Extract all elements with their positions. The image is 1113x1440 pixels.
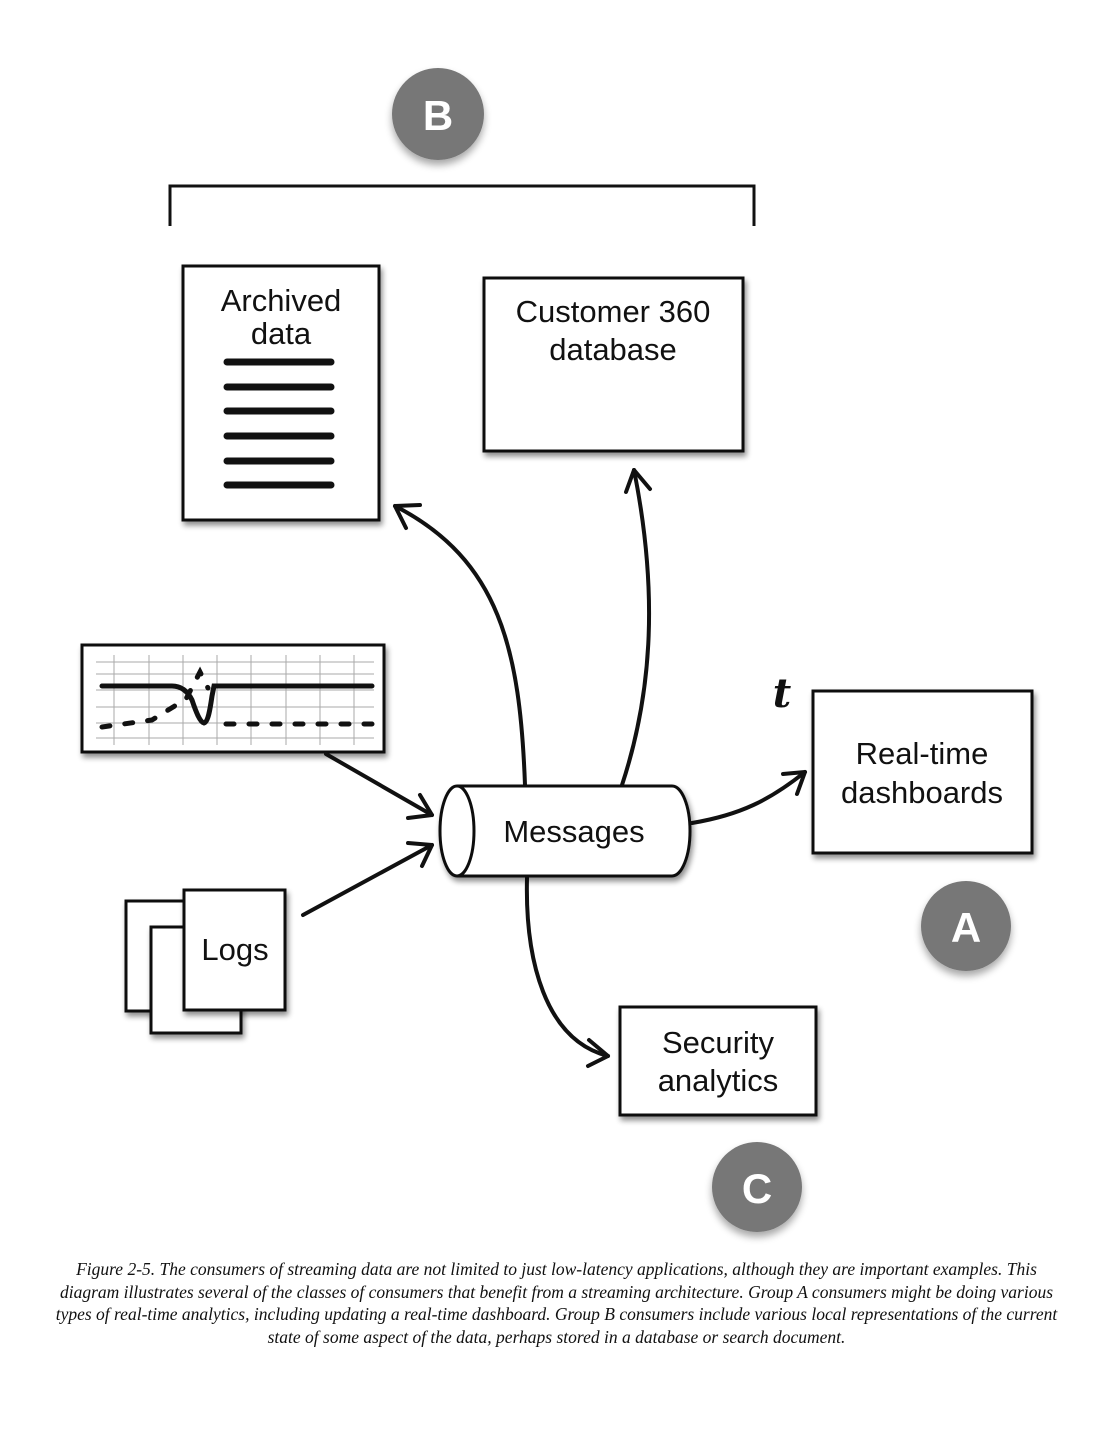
archived-data-node: Archived data (181, 264, 381, 522)
arrowhead-messages-to-archived (393, 503, 422, 530)
archived-data-label-line2: data (251, 316, 312, 351)
metrics-chart-source (80, 643, 386, 754)
arrowhead-chart-to-messages (406, 793, 434, 820)
logs-label: Logs (201, 932, 268, 967)
customer-360-label-line1: Customer 360 (516, 294, 711, 329)
badge-a: A (921, 881, 1011, 971)
badge-a-letter: A (951, 904, 981, 951)
messages-node (438, 784, 692, 878)
arrow-logs-to-messages (301, 843, 434, 917)
customer-360-box (482, 276, 745, 453)
streaming-consumers-diagram: B Archived data Customer 360 database (80, 68, 1034, 1232)
messages-label: Messages (503, 814, 644, 849)
real-time-dashboards-node: Real-time dashboards (811, 689, 1034, 855)
log-page-front (182, 888, 287, 1012)
badge-c-circle (712, 1142, 802, 1232)
chart-solid-line (99, 683, 375, 726)
badge-c-letter: C (742, 1165, 772, 1212)
badge-b-letter: B (423, 92, 453, 139)
arrowhead-messages-to-customer-360 (624, 468, 652, 494)
arrow-chart-to-messages (324, 752, 434, 817)
messages-cylinder-body (457, 784, 692, 878)
badge-c: C (712, 1142, 802, 1232)
badge-b-circle (392, 68, 484, 160)
chart-dashed-line (99, 666, 375, 730)
real-time-dashboards-label-line1: Real-time (856, 736, 989, 771)
group-b-bracket (168, 184, 756, 226)
security-analytics-node: Security analytics (618, 1005, 818, 1117)
archived-data-label-line1: Archived (221, 283, 342, 318)
customer-360-label-line2: database (549, 332, 677, 367)
security-analytics-label-line2: analytics (658, 1063, 779, 1098)
time-symbol: t (773, 670, 792, 717)
messages-cylinder-cap (438, 784, 476, 878)
customer-360-node: Customer 360 database (482, 276, 745, 453)
badge-b: B (392, 68, 484, 160)
security-analytics-box (618, 1005, 818, 1117)
arrows (301, 468, 807, 1068)
arrow-messages-to-security (524, 876, 610, 1058)
chart-grid (96, 655, 374, 745)
arrow-messages-to-dashboards (690, 770, 807, 825)
arrow-messages-to-customer-360 (620, 468, 652, 787)
arrowhead-messages-to-security (586, 1038, 610, 1068)
real-time-dashboards-box (811, 689, 1034, 855)
arrowhead-messages-to-dashboards (781, 770, 807, 796)
arrowhead-logs-to-messages (406, 841, 434, 868)
metrics-chart-box (80, 643, 386, 754)
archived-data-box (181, 264, 381, 522)
badge-a-circle (921, 881, 1011, 971)
arrow-messages-to-archived (393, 504, 527, 787)
document-lines-icon (223, 358, 335, 489)
logs-node: Logs (124, 888, 287, 1035)
security-analytics-label-line1: Security (662, 1025, 774, 1060)
figure-caption: Figure 2-5. The consumers of streaming d… (55, 1259, 1058, 1347)
real-time-dashboards-label-line2: dashboards (841, 775, 1003, 810)
